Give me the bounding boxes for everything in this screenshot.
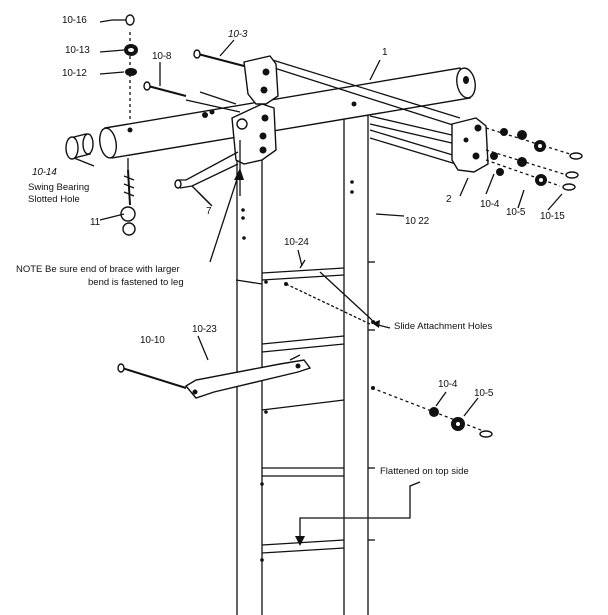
note-swing-bearing-2: Slotted Hole (28, 194, 80, 205)
upper-side-tubes (185, 57, 461, 165)
label-10-16: 10-16 (62, 15, 87, 26)
label-10-14: 10-14 (32, 167, 57, 178)
note-flattened: Flattened on top side (380, 466, 469, 477)
label-10-4-lower: 10-4 (438, 379, 458, 390)
label-10-23: 10-23 (192, 324, 217, 335)
label-10-8: 10-8 (152, 51, 172, 62)
swing-bearing (65, 133, 94, 160)
top-beam (99, 67, 476, 159)
bolt-10-3 (193, 49, 245, 67)
label-11: 11 (90, 217, 100, 228)
note-swing-bearing-1: Swing Bearing (28, 182, 90, 193)
center-bracket (231, 103, 277, 196)
label-10-3: 10-3 (228, 29, 248, 40)
note-slide-holes: Slide Attachment Holes (394, 321, 493, 332)
label-10-4-upper: 10-4 (480, 199, 500, 210)
label-10-22: 10 22 (405, 216, 430, 227)
bracket-10-3 (243, 55, 279, 105)
s-hook (120, 158, 136, 236)
lower-brace-10-23 (184, 354, 312, 399)
brace-7 (174, 151, 239, 207)
label-1: 1 (382, 47, 388, 58)
bracket-2 (451, 117, 489, 173)
bolt-10-8 (143, 81, 187, 97)
label-10-10: 10-10 (140, 335, 165, 346)
label-10-15: 10-15 (540, 211, 565, 222)
label-2: 2 (446, 194, 452, 205)
slide-attachment (235, 259, 373, 325)
note-brace-2: bend is fastened to leg (88, 277, 184, 288)
right-hardware-upper (485, 127, 583, 191)
left-hardware-stack (112, 14, 138, 120)
label-10-12: 10-12 (62, 68, 87, 79)
note-brace-1: NOTE Be sure end of brace with larger (16, 264, 180, 275)
bolt-10-10 (117, 363, 187, 389)
label-10-13: 10-13 (65, 45, 90, 56)
label-10-5-upper: 10-5 (506, 207, 526, 218)
label-10-24: 10-24 (284, 237, 309, 248)
label-7: 7 (206, 206, 212, 217)
label-10-5-lower: 10-5 (474, 388, 494, 399)
leader-lines (73, 19, 563, 546)
right-hardware-lower (371, 387, 493, 438)
ladder-leg-assembly (236, 111, 375, 615)
